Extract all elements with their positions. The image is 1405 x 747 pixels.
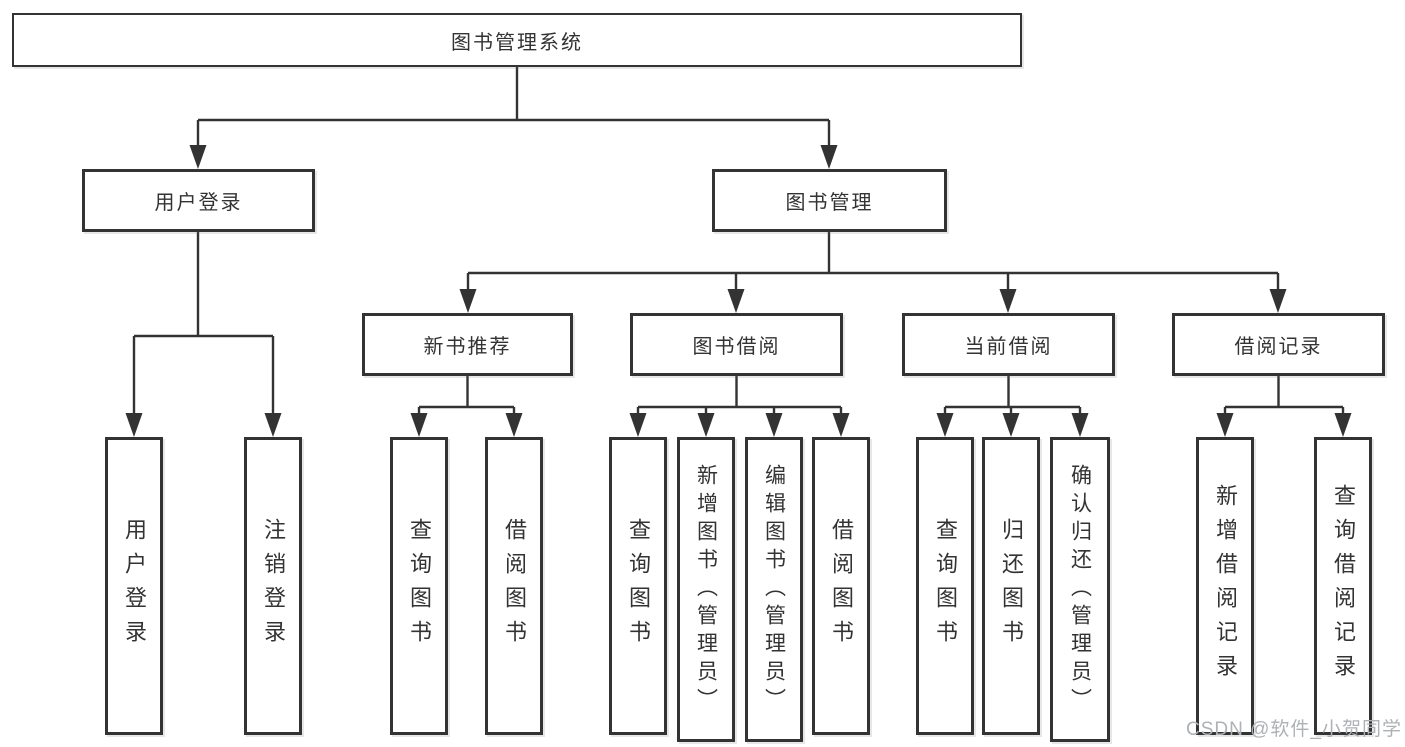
leaf-confirm-return-admin: 确认归还（管理员）: [1050, 437, 1110, 742]
leaf-label: 归还图书: [999, 518, 1024, 654]
arrowhead-icon: [459, 289, 477, 313]
leaf-add-books-admin: 新增图书（管理员）: [677, 437, 735, 742]
arrowhead-icon: [1071, 413, 1089, 437]
arrowhead-icon: [264, 413, 282, 437]
arrowhead-icon: [1002, 413, 1020, 437]
connector-lines: [132, 67, 1345, 418]
leaf-return-books: 归还图书: [982, 437, 1040, 735]
node-book-management-branch: 图书管理: [712, 169, 947, 232]
node-library-management-system: 图书管理系统: [12, 13, 1022, 67]
leaf-query-books-current: 查询图书: [916, 437, 974, 735]
arrowhead-icon: [189, 145, 207, 169]
arrowhead-icon: [1269, 289, 1287, 313]
node-current-borrowing: 当前借阅: [902, 313, 1115, 376]
leaf-label: 编辑图书（管理员）: [762, 463, 786, 716]
node-borrowing-records: 借阅记录: [1172, 313, 1385, 376]
node-label: 图书借阅: [692, 336, 781, 358]
arrowhead-icon: [999, 289, 1017, 313]
node-label: 借阅记录: [1234, 336, 1323, 358]
leaf-add-borrow-record: 新增借阅记录: [1196, 437, 1254, 735]
leaf-label: 新增借阅记录: [1213, 484, 1238, 688]
arrowhead-icon: [936, 413, 954, 437]
arrowhead-icon: [820, 145, 838, 169]
node-label: 图书管理系统: [451, 31, 583, 54]
arrowhead-icon: [765, 413, 783, 437]
leaf-label: 查询图书: [933, 518, 958, 654]
csdn-watermark: CSDN @软件_小贺同学: [1186, 719, 1402, 740]
leaf-label: 借阅图书: [502, 518, 527, 654]
leaf-logout: 注销登录: [244, 437, 302, 735]
node-label: 当前借阅: [964, 336, 1053, 358]
arrowhead-icon: [410, 413, 428, 437]
leaf-label: 注销登录: [261, 518, 286, 654]
leaf-label: 新增图书（管理员）: [694, 463, 718, 716]
node-label: 用户登录: [154, 192, 243, 214]
leaf-borrow-books-recommendation: 借阅图书: [485, 437, 543, 735]
arrowhead-icon: [832, 413, 850, 437]
leaf-label: 查询图书: [626, 518, 651, 654]
arrowhead-icon: [125, 413, 143, 437]
node-label: 图书管理: [785, 192, 874, 214]
leaf-borrow-books-borrowing: 借阅图书: [812, 437, 870, 735]
leaf-label: 查询图书: [407, 518, 432, 654]
node-book-borrowing: 图书借阅: [630, 313, 843, 376]
arrowhead-icon: [629, 413, 647, 437]
leaf-label: 查询借阅记录: [1331, 484, 1356, 688]
arrowhead-icon: [505, 413, 523, 437]
leaf-label: 确认归还（管理员）: [1068, 463, 1092, 716]
leaf-edit-books-admin: 编辑图书（管理员）: [745, 437, 803, 742]
node-label: 新书推荐: [423, 336, 512, 358]
leaf-query-books-borrowing: 查询图书: [609, 437, 667, 735]
node-user-login-branch: 用户登录: [82, 169, 315, 232]
arrowhead-icon: [1334, 413, 1352, 437]
arrowhead-icon: [697, 413, 715, 437]
leaf-query-books-recommendation: 查询图书: [390, 437, 448, 735]
arrowhead-icon: [727, 289, 745, 313]
node-new-book-recommendation: 新书推荐: [362, 313, 573, 376]
arrowhead-icon: [1216, 413, 1234, 437]
leaf-user-login: 用户登录: [105, 437, 163, 735]
leaf-label: 借阅图书: [829, 518, 854, 654]
leaf-query-borrow-record: 查询借阅记录: [1314, 437, 1372, 735]
leaf-label: 用户登录: [122, 518, 147, 654]
